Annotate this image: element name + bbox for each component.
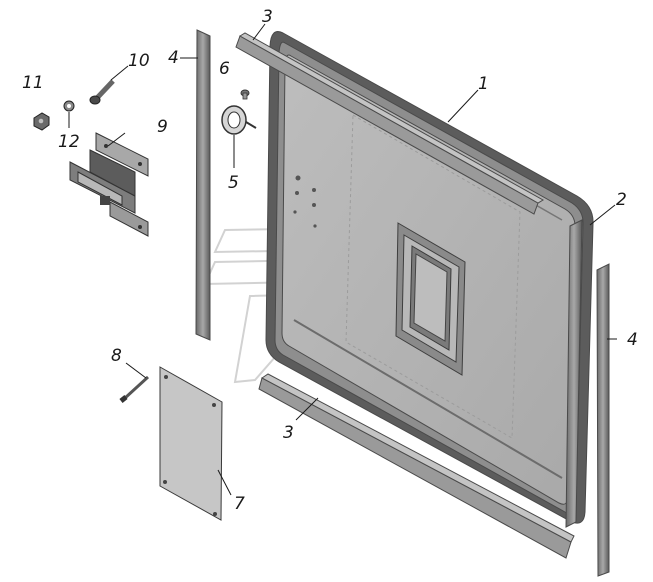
callout-bottom-seal: 3 xyxy=(283,423,294,443)
nut xyxy=(33,112,50,131)
small-screw xyxy=(240,89,250,100)
callout-right-profile: 4 xyxy=(627,330,638,350)
callout-frame: 1 xyxy=(478,74,489,94)
callout-washer: 12 xyxy=(58,132,80,152)
callout-left-strip: 4 xyxy=(168,48,179,68)
right-vertical-profile xyxy=(596,263,610,577)
door-frame xyxy=(265,31,594,524)
callout-bolt: 10 xyxy=(128,51,150,71)
bolt xyxy=(89,79,115,105)
top-seal-strip xyxy=(235,32,544,215)
callout-bracket: 9 xyxy=(157,117,168,137)
callout-nut: 11 xyxy=(22,73,44,93)
callout-cover-plate: 7 xyxy=(234,494,245,514)
hook xyxy=(221,105,257,135)
bottom-seal-strip xyxy=(258,373,575,559)
bracket xyxy=(69,132,149,237)
left-vertical-strip xyxy=(195,29,211,341)
right-edge-strip xyxy=(565,219,583,528)
callout-top-seal: 3 xyxy=(262,7,273,27)
cover-plate xyxy=(159,366,223,521)
washer xyxy=(63,100,75,112)
callout-hook: 5 xyxy=(228,173,239,193)
pin xyxy=(119,375,150,403)
callout-right-strip: 2 xyxy=(616,190,627,210)
callout-small-screw: 6 xyxy=(219,59,230,79)
callout-pin: 8 xyxy=(111,346,122,366)
leader-lines xyxy=(68,23,617,496)
